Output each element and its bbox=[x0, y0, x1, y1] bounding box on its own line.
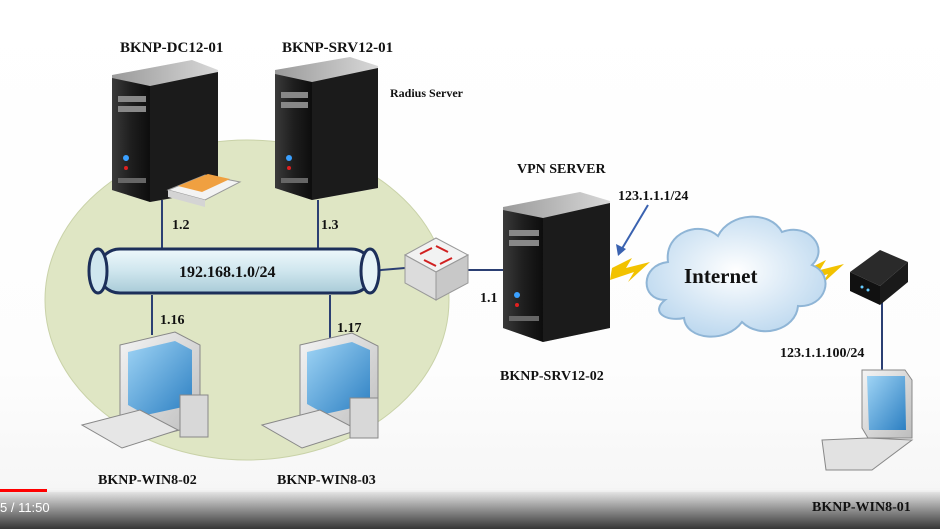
lightning-vpn-icon bbox=[610, 258, 650, 282]
srv01-label: BKNP-SRV12-01 bbox=[282, 40, 393, 56]
progress-bar-fill bbox=[0, 489, 47, 492]
vpn-wan-ip-label: 123.1.1.1/24 bbox=[618, 189, 688, 204]
srv02-label: BKNP-SRV12-02 bbox=[500, 369, 604, 384]
server-vpn bbox=[503, 192, 610, 342]
vpn-title-label: VPN SERVER bbox=[517, 162, 606, 177]
lan-ellipse bbox=[44, 139, 450, 461]
server-dc bbox=[112, 60, 218, 202]
wan-pointer-arrow bbox=[616, 204, 649, 256]
printer-icon bbox=[166, 174, 242, 207]
progress-bar[interactable] bbox=[0, 489, 940, 492]
win8-03-ip-label: 1.17 bbox=[337, 321, 362, 336]
desktop-pc-win8-02 bbox=[80, 331, 209, 449]
win8-03-label: BKNP-WIN8-03 bbox=[277, 473, 376, 488]
lan-pipe bbox=[87, 247, 381, 295]
vpn-lan-ip-label: 1.1 bbox=[480, 291, 498, 306]
win8-02-ip-label: 1.16 bbox=[160, 313, 185, 328]
router-icon bbox=[850, 250, 908, 305]
dc-label: BKNP-DC12-01 bbox=[120, 40, 223, 56]
server-srv01 bbox=[275, 57, 378, 200]
client-ip-label: 123.1.1.100/24 bbox=[780, 346, 864, 361]
laptop-win8-01 bbox=[821, 369, 914, 471]
win8-01-label: BKNP-WIN8-01 bbox=[812, 500, 911, 515]
radius-label: Radius Server bbox=[390, 86, 464, 100]
internet-cloud bbox=[645, 215, 827, 338]
win8-02-label: BKNP-WIN8-02 bbox=[98, 473, 197, 488]
internet-label: Internet bbox=[684, 264, 757, 288]
srv01-ip-label: 1.3 bbox=[321, 218, 339, 233]
desktop-pc-win8-03 bbox=[260, 332, 379, 449]
time-readout: 5 / 11:50 bbox=[0, 500, 50, 515]
switch-icon bbox=[403, 237, 470, 301]
subnet-label: 192.168.1.0/24 bbox=[179, 264, 275, 281]
video-player-bar bbox=[0, 488, 940, 529]
dc-ip-label: 1.2 bbox=[172, 218, 190, 233]
